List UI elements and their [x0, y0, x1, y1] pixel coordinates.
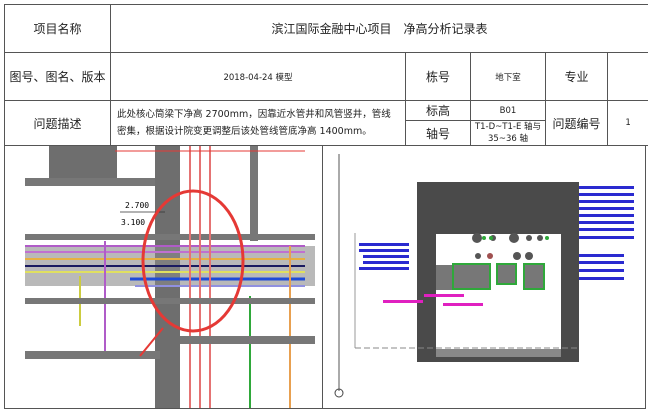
issue-no-value: 1 — [608, 101, 648, 146]
drawing-value: 2018-04-24 模型 — [111, 53, 406, 101]
dimension-upper: 2.700 — [125, 201, 149, 210]
dimension-lower: 3.100 — [121, 218, 145, 227]
section-view — [322, 145, 646, 409]
clearance-record-sheet: 项目名称 滨江国际金融中心项目 净高分析记录表 图号、图名、版本 2018-04… — [4, 4, 648, 408]
sheet-title: 滨江国际金融中心项目 净高分析记录表 — [111, 5, 648, 53]
discipline-value — [608, 53, 648, 101]
axis-value: T1-D~T1-E 轴与 35~36 轴 — [471, 121, 546, 146]
record-table: 项目名称 滨江国际金融中心项目 净高分析记录表 图号、图名、版本 2018-04… — [4, 4, 648, 146]
axis-label: 轴号 — [406, 121, 471, 146]
elevation-label: 标高 — [406, 101, 471, 121]
issue-no-label: 问题编号 — [546, 101, 608, 146]
drawing-label: 图号、图名、版本 — [5, 53, 111, 101]
elevation-value: B01 — [471, 101, 546, 121]
issue-desc-label: 问题描述 — [5, 101, 111, 146]
model-3d-view: 2.700 3.100 — [4, 145, 324, 409]
discipline-label: 专业 — [546, 53, 608, 101]
project-name-label: 项目名称 — [5, 5, 111, 53]
building-value: 地下室 — [471, 53, 546, 101]
issue-description: 此处核心筒梁下净高 2700mm，因靠近水管井和风管竖井，管线密集，根据设计院变… — [111, 101, 406, 146]
building-label: 栋号 — [406, 53, 471, 101]
